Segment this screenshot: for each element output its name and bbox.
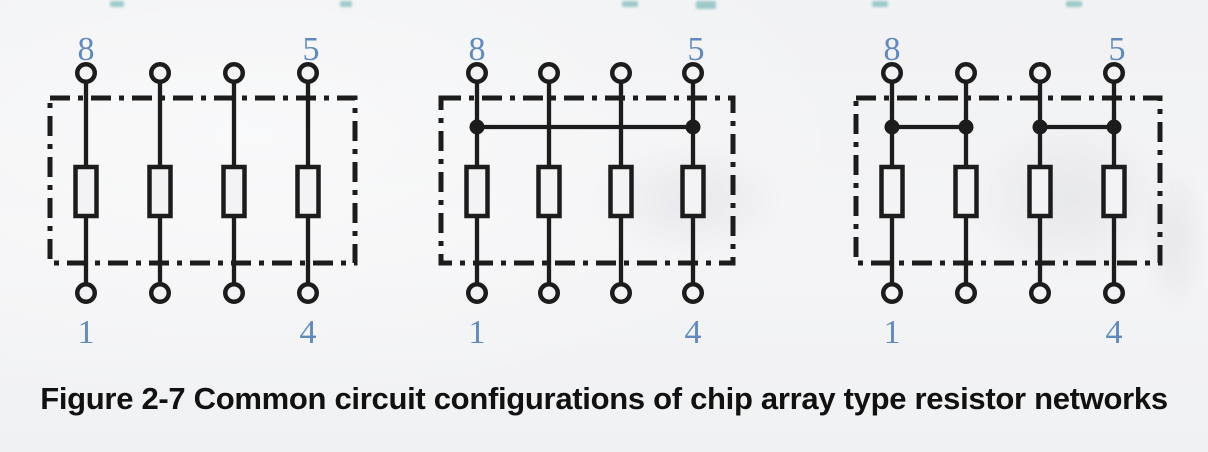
resistor-body bbox=[680, 164, 706, 219]
terminal-bottom bbox=[223, 282, 245, 304]
terminal-top bbox=[610, 62, 632, 84]
terminal-bottom bbox=[881, 282, 903, 304]
junction-dot bbox=[1106, 119, 1122, 135]
terminal-bottom bbox=[955, 282, 977, 304]
terminal-bottom bbox=[1029, 282, 1051, 304]
pin-label-bottom-right: 4 bbox=[685, 314, 702, 351]
terminal-top bbox=[466, 62, 488, 84]
resistor-body bbox=[1027, 164, 1053, 219]
terminal-top bbox=[75, 62, 97, 84]
scan-artifact bbox=[622, 1, 638, 7]
terminal-top bbox=[297, 62, 319, 84]
scan-artifact bbox=[110, 1, 124, 7]
terminal-top bbox=[1103, 62, 1125, 84]
circuit-diagram-common-bus: 8 5 1 4 bbox=[437, 20, 741, 360]
pin-label-top-left: 8 bbox=[884, 31, 901, 68]
terminal-top bbox=[682, 62, 704, 84]
circuit-svg: 8 5 1 4 bbox=[438, 31, 736, 351]
terminal-top bbox=[881, 62, 903, 84]
pin-label-top-right: 5 bbox=[688, 31, 705, 68]
terminal-top bbox=[538, 62, 560, 84]
package-outline bbox=[853, 95, 1163, 266]
junction-dot bbox=[1032, 119, 1048, 135]
circuit-svg: 8 5 1 4 bbox=[853, 31, 1163, 351]
pin-label-top-right: 5 bbox=[1109, 31, 1126, 68]
junction-dot bbox=[469, 119, 485, 135]
resistor-body bbox=[221, 164, 247, 219]
pin-label-bottom-left: 1 bbox=[469, 314, 486, 351]
terminal-bottom bbox=[149, 282, 171, 304]
resistor-body bbox=[295, 164, 321, 219]
pin-label-bottom-left: 1 bbox=[78, 314, 95, 351]
terminal-top bbox=[149, 62, 171, 84]
resistor-body bbox=[464, 164, 490, 219]
terminal-top bbox=[1029, 62, 1051, 84]
terminal-top bbox=[223, 62, 245, 84]
scan-artifact bbox=[340, 1, 352, 7]
junction-dot bbox=[685, 119, 701, 135]
pin-label-bottom-left: 1 bbox=[884, 314, 901, 351]
resistor-body bbox=[953, 164, 979, 219]
circuit-diagram-isolated-resistors: 8 5 1 4 bbox=[46, 20, 363, 360]
scan-artifact bbox=[1066, 1, 1082, 7]
junction-dot bbox=[884, 119, 900, 135]
circuit-svg: 8 5 1 4 bbox=[47, 31, 358, 351]
terminal-bottom bbox=[75, 282, 97, 304]
terminal-bottom bbox=[297, 282, 319, 304]
pin-label-top-left: 8 bbox=[78, 31, 95, 68]
figure-caption: Figure 2-7 Common circuit configurations… bbox=[40, 381, 1168, 416]
pin-label-bottom-right: 4 bbox=[1106, 314, 1123, 351]
pin-label-top-right: 5 bbox=[303, 31, 320, 68]
resistor-body bbox=[73, 164, 99, 219]
package-outline bbox=[438, 95, 736, 266]
resistor-body bbox=[536, 164, 562, 219]
circuit-diagram-dual-pairs: 8 5 1 4 bbox=[852, 20, 1168, 360]
scan-artifact bbox=[696, 1, 716, 9]
terminal-bottom bbox=[538, 282, 560, 304]
scan-artifact bbox=[872, 1, 888, 7]
resistor-body bbox=[1101, 164, 1127, 219]
pin-label-top-left: 8 bbox=[469, 31, 486, 68]
terminal-bottom bbox=[610, 282, 632, 304]
terminal-bottom bbox=[682, 282, 704, 304]
resistor-body bbox=[147, 164, 173, 219]
terminal-bottom bbox=[1103, 282, 1125, 304]
resistor-body bbox=[879, 164, 905, 219]
resistor-body bbox=[608, 164, 634, 219]
package-outline bbox=[47, 95, 358, 266]
junction-dot bbox=[958, 119, 974, 135]
terminal-bottom bbox=[466, 282, 488, 304]
terminal-top bbox=[955, 62, 977, 84]
pin-label-bottom-right: 4 bbox=[300, 314, 317, 351]
